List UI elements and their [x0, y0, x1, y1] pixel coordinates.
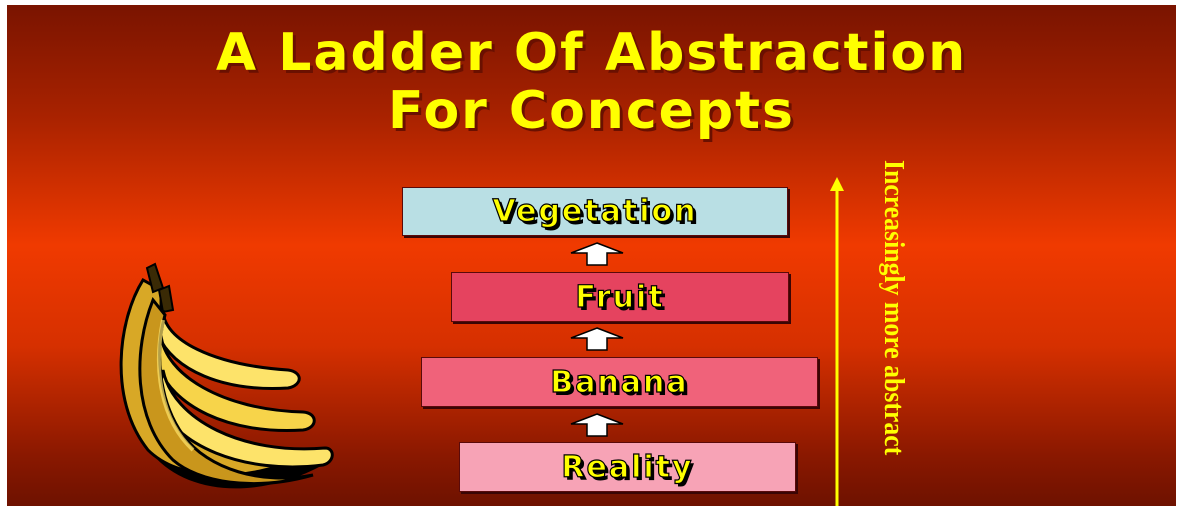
up-arrow-icon: [570, 327, 624, 351]
title-line-2: For Concepts: [388, 81, 795, 141]
up-arrow-icon: [570, 413, 624, 437]
slide: A Ladder Of Abstraction For Concepts Veg…: [7, 5, 1176, 506]
ladder-label-fruit: Fruit: [575, 279, 665, 315]
ladder-label-banana: Banana: [550, 364, 689, 400]
ladder-label-vegetation: Vegetation: [492, 193, 698, 229]
abstraction-arrow: [830, 177, 844, 506]
up-arrow-icon: [570, 242, 624, 266]
title-line-1: A Ladder Of Abstraction: [215, 23, 968, 83]
ladder-label-reality: Reality: [561, 449, 694, 485]
abstraction-label: Increasingly more abstract: [878, 160, 909, 456]
ladder-box-reality: Reality: [459, 442, 796, 492]
ladder-box-fruit: Fruit: [451, 272, 789, 322]
bananas-clipart: [119, 262, 334, 489]
ladder-box-vegetation: Vegetation: [402, 187, 788, 236]
ladder-box-banana: Banana: [421, 357, 818, 407]
